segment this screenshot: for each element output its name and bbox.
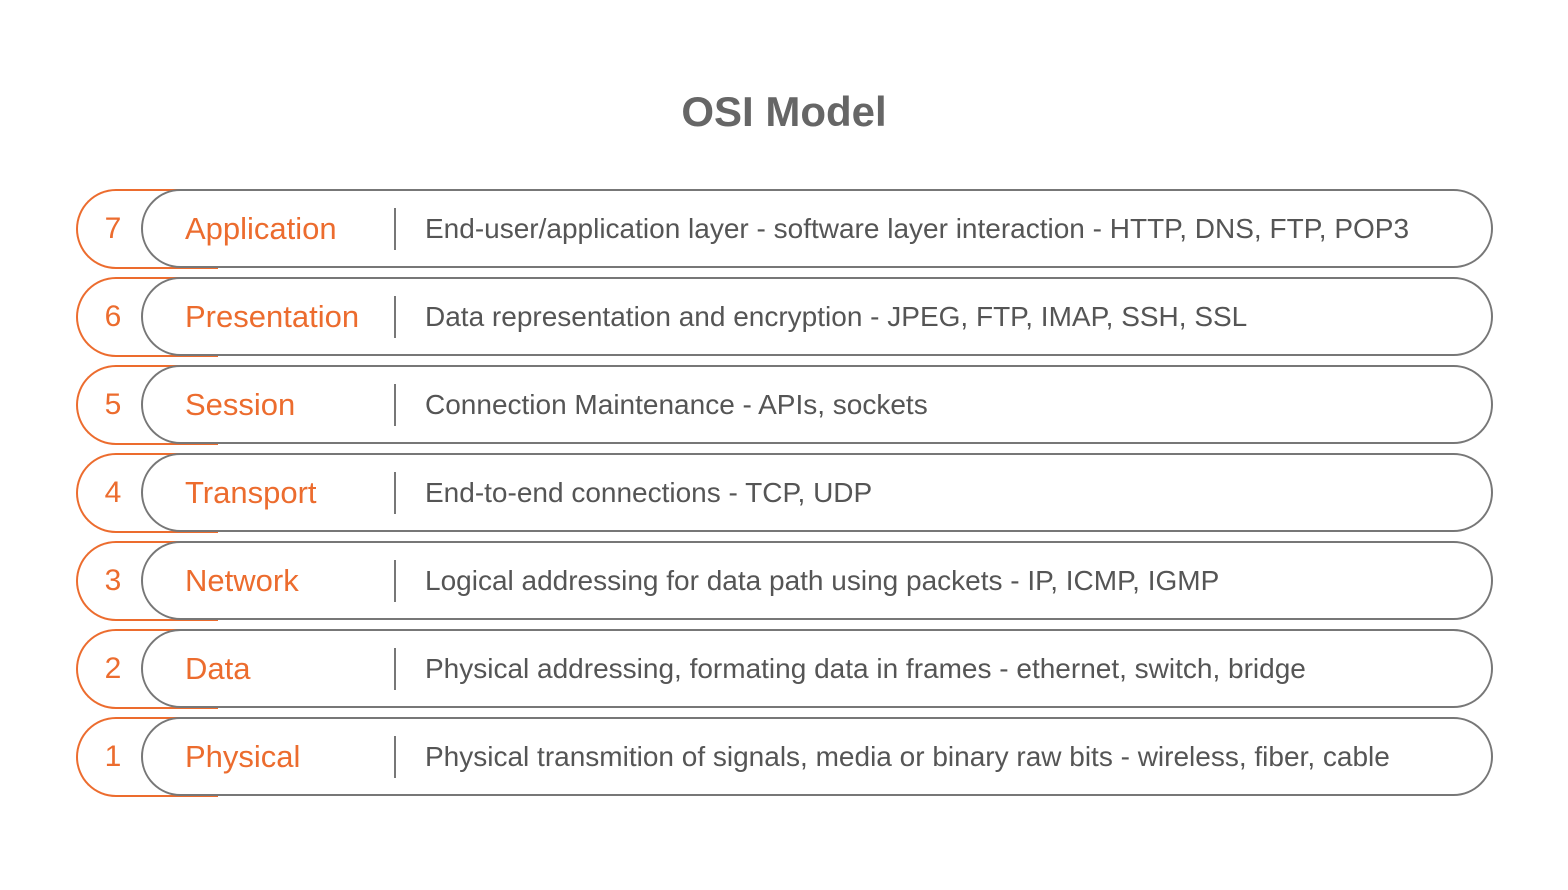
layer-row-6: 6 Presentation Data representation and e… — [76, 277, 1493, 357]
layer-row-5: 5 Session Connection Maintenance - APIs,… — [76, 365, 1493, 445]
layer-number: 4 — [104, 476, 122, 509]
layer-description: Data representation and encryption - JPE… — [425, 301, 1248, 332]
layer-number-pill — [76, 365, 218, 445]
layer-pill: Session Connection Maintenance - APIs, s… — [141, 365, 1493, 444]
layer-pill: Network Logical addressing for data path… — [141, 541, 1493, 620]
layer-number-pill — [76, 189, 218, 269]
layer-description: End-user/application layer - software la… — [425, 213, 1410, 244]
layer-name: Network — [185, 563, 299, 598]
layer-pill: Physical Physical transmition of signals… — [141, 717, 1493, 796]
layer-name: Application — [185, 211, 337, 246]
layer-pill: Transport End-to-end connections - TCP, … — [141, 453, 1493, 532]
layer-number: 2 — [104, 652, 122, 685]
layer-number-pill — [76, 277, 218, 357]
layer-row-7: 7 Application End-user/application layer… — [76, 189, 1493, 269]
divider — [394, 384, 396, 426]
layer-number: 3 — [104, 564, 122, 597]
divider — [394, 560, 396, 602]
layer-description: Logical addressing for data path using p… — [425, 565, 1220, 596]
layer-number-pill — [76, 541, 218, 621]
divider — [394, 736, 396, 778]
layer-number: 6 — [104, 300, 122, 333]
layer-row-1: 1 Physical Physical transmition of signa… — [76, 717, 1493, 797]
layer-row-3: 3 Network Logical addressing for data pa… — [76, 541, 1493, 621]
divider — [394, 296, 396, 338]
layer-description: End-to-end connections - TCP, UDP — [425, 477, 873, 508]
layer-description: Physical transmition of signals, media o… — [425, 741, 1390, 772]
layer-number: 5 — [104, 388, 122, 421]
layer-name: Transport — [185, 475, 317, 510]
layer-number: 1 — [104, 740, 122, 773]
layer-name: Session — [185, 387, 296, 422]
layer-description: Physical addressing, formating data in f… — [425, 653, 1306, 684]
layer-number-pill — [76, 453, 218, 533]
divider — [394, 208, 396, 250]
layer-name: Data — [185, 651, 251, 686]
layer-name: Presentation — [185, 299, 360, 334]
layer-description: Connection Maintenance - APIs, sockets — [425, 389, 928, 420]
layer-pill: Presentation Data representation and enc… — [141, 277, 1493, 356]
layer-row-2: 2 Data Physical addressing, formating da… — [76, 629, 1493, 709]
layer-number-pill — [76, 717, 218, 797]
layer-number: 7 — [104, 212, 122, 245]
layer-pill: Application End-user/application layer -… — [141, 189, 1493, 268]
divider — [394, 472, 396, 514]
layer-number-pill — [76, 629, 218, 709]
osi-layer-stack: 7 Application End-user/application layer… — [76, 189, 1493, 805]
page-title: OSI Model — [681, 88, 887, 135]
layer-pill: Data Physical addressing, formating data… — [141, 629, 1493, 708]
layer-name: Physical — [185, 739, 301, 774]
divider — [394, 648, 396, 690]
layer-row-4: 4 Transport End-to-end connections - TCP… — [76, 453, 1493, 533]
